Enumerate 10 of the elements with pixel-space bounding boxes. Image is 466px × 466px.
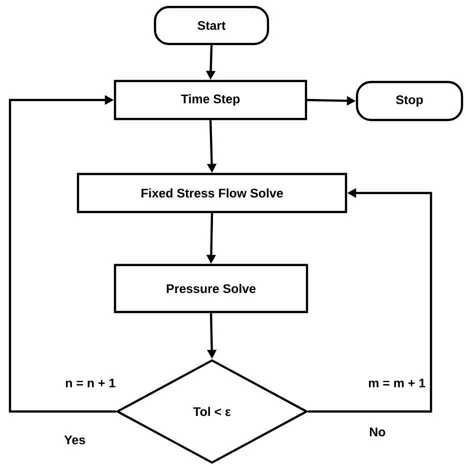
arrow bbox=[8, 95, 116, 413]
terminal-box: Stop bbox=[356, 80, 464, 122]
process-box: Pressure Solve bbox=[114, 264, 308, 314]
edge-label: m = m + 1 bbox=[367, 378, 427, 388]
edge-label: n = n + 1 bbox=[64, 378, 117, 388]
branch-label: No bbox=[370, 428, 386, 436]
branch-label: Yes bbox=[64, 436, 86, 444]
process-box: Time Step bbox=[114, 80, 308, 120]
terminal-box: Start bbox=[154, 6, 270, 46]
process-box: Fixed Stress Flow Solve bbox=[76, 172, 348, 214]
